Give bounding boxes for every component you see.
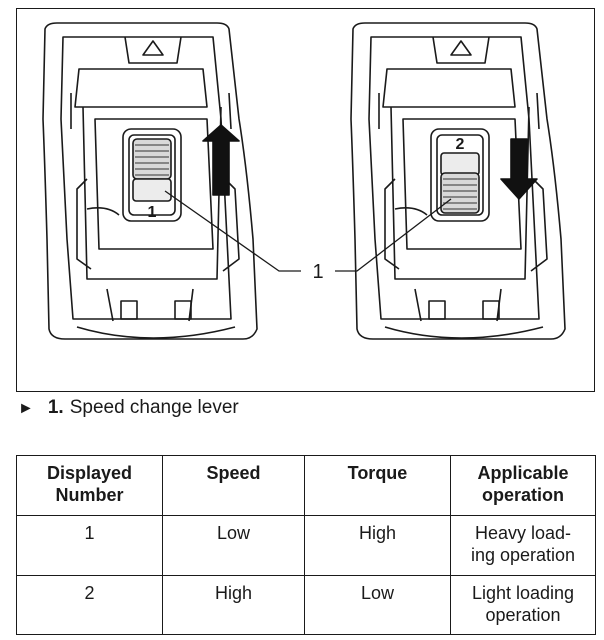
- cell-speed: Low: [162, 515, 305, 576]
- cell-speed: High: [162, 574, 305, 635]
- table-row: 2 High Low Light loading operation: [16, 574, 596, 635]
- cell-number: 1: [16, 515, 163, 576]
- left-lever-number: 1: [148, 204, 157, 221]
- left-tool-body: [42, 22, 258, 340]
- caption-number: 1.: [47, 397, 64, 418]
- illustration-frame: 1: [16, 8, 595, 392]
- header-torque: Torque: [304, 455, 451, 516]
- speed-lever-illustration: 1: [42, 22, 566, 340]
- cell-operation: Heavy load- ing operation: [450, 515, 596, 576]
- table-row: 1 Low High Heavy load- ing operation: [16, 515, 596, 576]
- table-header-row: Displayed Number Speed Torque Applicable…: [16, 455, 596, 516]
- right-tool-body: [350, 22, 566, 340]
- figure-caption: ► 1.Speed change lever: [18, 396, 239, 421]
- header-applicable-operation: Applicable operation: [450, 455, 596, 516]
- caption-text: Speed change lever: [69, 397, 239, 418]
- header-speed: Speed: [162, 455, 305, 516]
- down-arrow-icon: [500, 138, 538, 200]
- up-arrow-icon: [202, 124, 240, 196]
- speed-torque-table: Displayed Number Speed Torque Applicable…: [16, 455, 596, 635]
- cell-number: 2: [16, 574, 163, 635]
- left-lever-housing: [122, 128, 182, 222]
- right-lever-housing: [430, 128, 490, 222]
- cell-torque: Low: [304, 574, 451, 635]
- cell-torque: High: [304, 515, 451, 576]
- callout-number: 1: [312, 261, 323, 283]
- cell-operation: Light loading operation: [450, 574, 596, 635]
- right-lever-number: 2: [456, 136, 465, 153]
- callout-leaders: [164, 190, 452, 272]
- header-displayed-number: Displayed Number: [16, 455, 163, 516]
- bullet-arrow-icon: ►: [18, 400, 34, 417]
